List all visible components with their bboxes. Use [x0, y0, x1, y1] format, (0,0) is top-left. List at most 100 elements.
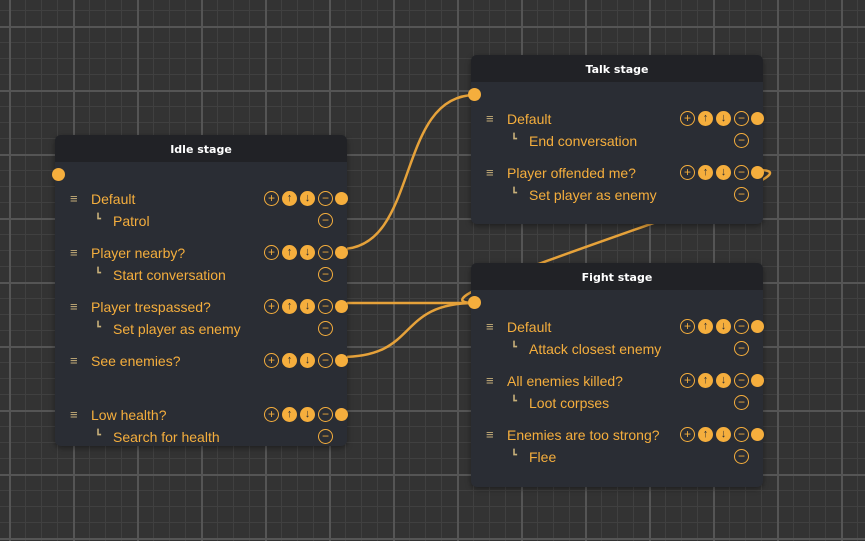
add-icon[interactable]: + [680, 427, 695, 442]
drag-handle-icon[interactable]: ≡ [486, 165, 494, 180]
move-up-icon[interactable]: ↑ [282, 245, 297, 260]
action-label[interactable]: Set player as enemy [529, 187, 657, 203]
input-port[interactable] [468, 88, 481, 101]
add-icon[interactable]: + [680, 165, 695, 180]
wire-player-nearby-to-talk [340, 93, 476, 251]
add-icon[interactable]: + [264, 353, 279, 368]
input-port[interactable] [52, 168, 65, 181]
remove-icon[interactable]: − [734, 111, 749, 126]
add-icon[interactable]: + [264, 245, 279, 260]
condition-label[interactable]: Low health? [91, 407, 167, 423]
remove-icon[interactable]: − [734, 319, 749, 334]
remove-action-icon[interactable]: − [734, 133, 749, 148]
output-port[interactable] [335, 192, 348, 205]
talk-stage-node[interactable]: Talk stage≡Default+↑↓−┗End conversation−… [468, 55, 764, 224]
move-down-icon[interactable]: ↓ [300, 299, 315, 314]
drag-handle-icon[interactable]: ≡ [70, 245, 78, 260]
transition-row: ≡ See enemies? +↑↓− [55, 352, 348, 406]
action-label[interactable]: Set player as enemy [113, 321, 241, 337]
move-down-icon[interactable]: ↓ [300, 353, 315, 368]
input-port[interactable] [468, 296, 481, 309]
add-icon[interactable]: + [680, 319, 695, 334]
condition-label[interactable]: See enemies? [91, 353, 181, 369]
output-port[interactable] [335, 408, 348, 421]
move-up-icon[interactable]: ↑ [282, 299, 297, 314]
condition-label[interactable]: Player trespassed? [91, 299, 211, 315]
add-icon[interactable]: + [264, 191, 279, 206]
drag-handle-icon[interactable]: ≡ [486, 319, 494, 334]
remove-icon[interactable]: − [734, 373, 749, 388]
remove-icon[interactable]: − [318, 191, 333, 206]
node-title[interactable]: Idle stage [55, 135, 347, 162]
action-label[interactable]: Patrol [113, 213, 150, 229]
move-down-icon[interactable]: ↓ [716, 165, 731, 180]
add-icon[interactable]: + [680, 373, 695, 388]
output-port[interactable] [751, 320, 764, 333]
output-port[interactable] [751, 428, 764, 441]
move-up-icon[interactable]: ↑ [698, 427, 713, 442]
move-down-icon[interactable]: ↓ [300, 191, 315, 206]
remove-icon[interactable]: − [734, 427, 749, 442]
condition-label[interactable]: Player offended me? [507, 165, 636, 181]
condition-label[interactable]: Default [91, 191, 136, 207]
condition-label[interactable]: Player nearby? [91, 245, 186, 261]
drag-handle-icon[interactable]: ≡ [486, 427, 494, 442]
drag-handle-icon[interactable]: ≡ [70, 299, 78, 314]
add-icon[interactable]: + [264, 407, 279, 422]
action-label[interactable]: Loot corpses [529, 395, 610, 411]
output-port[interactable] [751, 112, 764, 125]
move-down-icon[interactable]: ↓ [716, 319, 731, 334]
output-port[interactable] [335, 246, 348, 259]
move-down-icon[interactable]: ↓ [300, 245, 315, 260]
action-label[interactable]: Flee [529, 449, 557, 465]
move-down-icon[interactable]: ↓ [300, 407, 315, 422]
add-icon[interactable]: + [264, 299, 279, 314]
move-down-icon[interactable]: ↓ [716, 111, 731, 126]
node-title[interactable]: Talk stage [471, 55, 763, 82]
action-label[interactable]: Start conversation [113, 267, 226, 283]
remove-icon[interactable]: − [318, 407, 333, 422]
drag-handle-icon[interactable]: ≡ [486, 111, 494, 126]
drag-handle-icon[interactable]: ≡ [486, 373, 494, 388]
node-title[interactable]: Fight stage [471, 263, 763, 290]
output-port[interactable] [751, 374, 764, 387]
remove-action-icon[interactable]: − [318, 213, 333, 228]
add-icon[interactable]: + [680, 111, 695, 126]
output-port[interactable] [751, 166, 764, 179]
action-label[interactable]: Attack closest enemy [529, 341, 662, 357]
condition-label[interactable]: Default [507, 111, 552, 127]
remove-action-icon[interactable]: − [318, 267, 333, 282]
idle-stage-node[interactable]: Idle stage≡Default+↑↓−┗Patrol−≡Player ne… [52, 135, 348, 446]
remove-action-icon[interactable]: − [734, 187, 749, 202]
move-down-icon[interactable]: ↓ [716, 427, 731, 442]
remove-icon[interactable]: − [734, 165, 749, 180]
drag-handle-icon[interactable]: ≡ [70, 353, 78, 368]
fight-stage-node[interactable]: Fight stage≡Default+↑↓−┗Attack closest e… [468, 263, 764, 487]
move-up-icon[interactable]: ↑ [698, 319, 713, 334]
remove-icon[interactable]: − [318, 299, 333, 314]
remove-action-icon[interactable]: − [734, 449, 749, 464]
move-up-icon[interactable]: ↑ [698, 165, 713, 180]
move-up-icon[interactable]: ↑ [282, 407, 297, 422]
output-port[interactable] [335, 354, 348, 367]
remove-action-icon[interactable]: − [318, 321, 333, 336]
move-up-icon[interactable]: ↑ [282, 353, 297, 368]
remove-icon[interactable]: − [318, 353, 333, 368]
action-label[interactable]: End conversation [529, 133, 638, 149]
remove-action-icon[interactable]: − [734, 395, 749, 410]
move-up-icon[interactable]: ↑ [282, 191, 297, 206]
output-port[interactable] [335, 300, 348, 313]
drag-handle-icon[interactable]: ≡ [70, 191, 78, 206]
drag-handle-icon[interactable]: ≡ [70, 407, 78, 422]
child-corner-icon: ┗ [95, 322, 102, 333]
remove-action-icon[interactable]: − [734, 341, 749, 356]
move-up-icon[interactable]: ↑ [698, 373, 713, 388]
action-label[interactable]: Search for health [113, 429, 220, 445]
move-down-icon[interactable]: ↓ [716, 373, 731, 388]
condition-label[interactable]: Enemies are too strong? [507, 427, 660, 443]
condition-label[interactable]: Default [507, 319, 552, 335]
condition-label[interactable]: All enemies killed? [507, 373, 623, 389]
remove-action-icon[interactable]: − [318, 429, 333, 444]
move-up-icon[interactable]: ↑ [698, 111, 713, 126]
remove-icon[interactable]: − [318, 245, 333, 260]
